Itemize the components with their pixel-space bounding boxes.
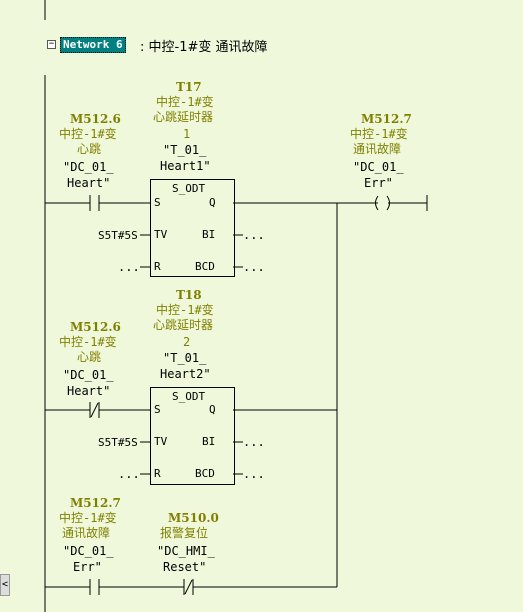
- r1-timer-comment3: 1: [183, 127, 191, 141]
- r2-timer-address: T18: [176, 288, 202, 302]
- r1-contact-address: M512.6: [70, 112, 121, 126]
- r1-timer-comment2: 心跳延时器: [153, 110, 214, 124]
- r3-contact2-comment1: 报警复位: [160, 526, 209, 540]
- r2-contact-comment1: 中控-1#变: [59, 335, 117, 349]
- r1-coil-symbol2: Err": [364, 176, 393, 190]
- r2-contact-symbol1: "DC_01_: [63, 368, 114, 382]
- r1-contact-symbol2: Heart": [67, 176, 111, 190]
- r1-pin-q: Q: [209, 196, 216, 209]
- r2-contact-symbol2: Heart": [67, 384, 111, 398]
- r2-timer-symbol2: Heart2": [160, 367, 211, 381]
- collapse-toggle[interactable]: −: [47, 39, 56, 49]
- r3-contact1-no[interactable]: [86, 577, 103, 597]
- r2-contact-comment2: 心跳: [77, 350, 102, 364]
- r3-contact1-symbol2: Err": [73, 560, 102, 574]
- r1-contact-no[interactable]: [86, 193, 103, 213]
- r2-pin-r: R: [154, 467, 161, 480]
- r2-pin-q: Q: [209, 403, 216, 416]
- r1-tv-value[interactable]: S5T#5S: [98, 229, 138, 242]
- r3-contact1-address: M512.7: [70, 496, 121, 510]
- r1-contact-symbol1: "DC_01_: [63, 160, 114, 174]
- scroll-left-button[interactable]: <: [0, 574, 10, 596]
- r1-timer-symbol1: "T_01_: [163, 143, 207, 157]
- r1-timer-address: T17: [176, 80, 202, 94]
- network-label[interactable]: Network 6: [60, 37, 126, 53]
- r1-timer-type: S_ODT: [172, 182, 206, 195]
- r2-pin-bi: BI: [202, 435, 216, 448]
- r1-pin-bcd: BCD: [195, 260, 215, 273]
- r1-bcd-output[interactable]: ...: [243, 260, 265, 274]
- r2-bcd-output[interactable]: ...: [243, 467, 265, 481]
- r1-coil-address: M512.7: [361, 112, 412, 126]
- r1-pin-bi: BI: [202, 228, 216, 241]
- r2-timer-type: S_ODT: [172, 390, 206, 403]
- r1-pin-s: S: [154, 196, 161, 209]
- network-title: : 中控-1#变 通讯故障: [140, 40, 268, 55]
- r1-coil[interactable]: [372, 193, 394, 213]
- r3-contact2-address: M510.0: [168, 511, 219, 525]
- r1-timer-symbol2: Heart1": [160, 159, 211, 173]
- r2-r-value[interactable]: ...: [118, 467, 140, 481]
- r1-contact-comment2: 心跳: [77, 142, 102, 156]
- r3-contact2-symbol1: "DC_HMI_: [157, 544, 215, 558]
- r3-contact1-symbol1: "DC_01_: [63, 544, 114, 558]
- r2-timer-comment3: 2: [183, 335, 191, 349]
- r3-contact1-comment1: 中控-1#变: [59, 511, 117, 525]
- r2-timer-comment2: 心跳延时器: [153, 318, 214, 332]
- r1-pin-r: R: [154, 260, 161, 273]
- r2-pin-bcd: BCD: [195, 467, 215, 480]
- r1-pin-tv: TV: [154, 228, 168, 241]
- r2-pin-s: S: [154, 403, 161, 416]
- r1-coil-comment1: 中控-1#变: [350, 127, 408, 141]
- r2-contact-nc[interactable]: [86, 400, 103, 420]
- r1-contact-comment1: 中控-1#变: [59, 127, 117, 141]
- r1-r-value[interactable]: ...: [118, 260, 140, 274]
- r3-contact1-comment2: 通讯故障: [62, 526, 111, 540]
- r1-coil-symbol1: "DC_01_: [353, 160, 404, 174]
- r2-bi-output[interactable]: ...: [243, 435, 265, 449]
- r2-tv-value[interactable]: S5T#5S: [98, 436, 138, 449]
- r3-contact2-nc[interactable]: [180, 577, 197, 597]
- r1-timer-comment1: 中控-1#变: [156, 95, 214, 109]
- r1-coil-comment2: 通讯故障: [353, 142, 402, 156]
- r2-contact-address: M512.6: [70, 320, 121, 334]
- r3-contact2-symbol2: Reset": [163, 560, 207, 574]
- r1-timer-block[interactable]: [150, 179, 235, 277]
- r2-timer-comment1: 中控-1#变: [156, 303, 214, 317]
- r1-bi-output[interactable]: ...: [243, 228, 265, 242]
- r2-pin-tv: TV: [154, 435, 168, 448]
- r2-timer-block[interactable]: [150, 387, 235, 485]
- r2-timer-symbol1: "T_01_: [163, 351, 207, 365]
